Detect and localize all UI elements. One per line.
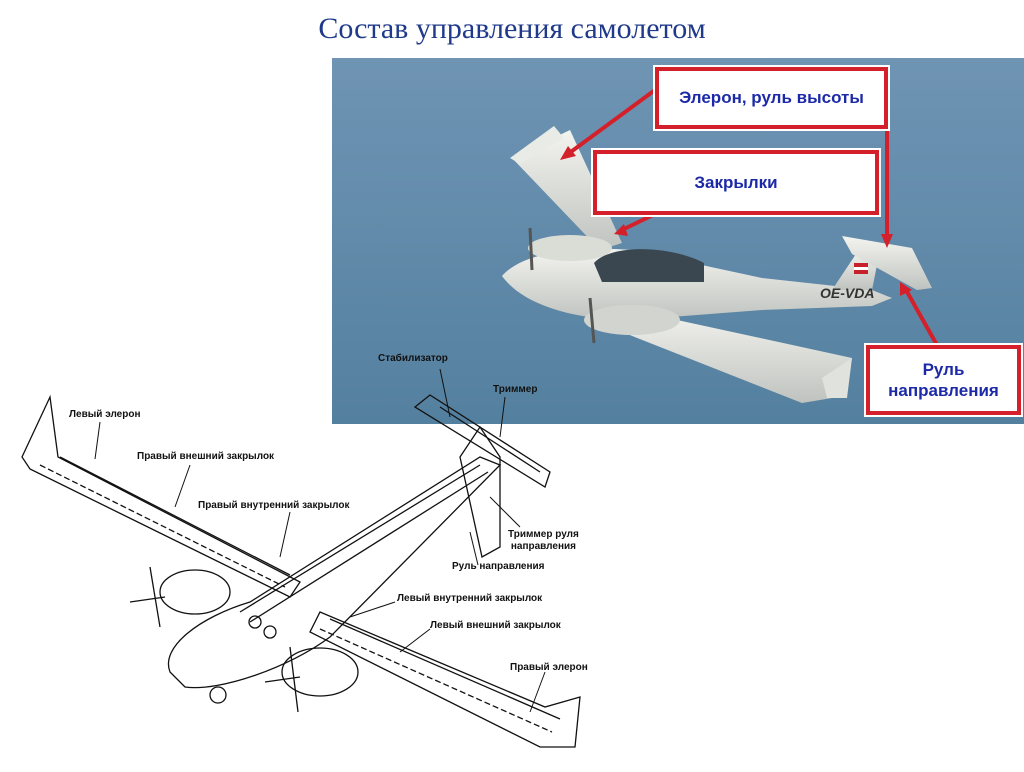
upper-wingtip xyxy=(510,126,564,164)
engine-right xyxy=(281,647,359,697)
cockpit-canopy xyxy=(594,249,704,282)
arrow-head-elevator xyxy=(881,234,893,248)
leader-right-inner-flap xyxy=(279,511,291,558)
arrow-head-rudder xyxy=(900,282,912,296)
arrow-to-rudder xyxy=(904,289,944,355)
label-left-outer-flap: Левый внешний закрылок xyxy=(430,620,561,631)
propeller-left xyxy=(129,566,166,628)
nose-gear-wheel xyxy=(209,686,227,704)
leader-right-aileron xyxy=(529,671,546,713)
label-stabilizer: Стабилизатор xyxy=(378,353,448,364)
arrow-to-aileron xyxy=(566,88,657,156)
fuselage-control-rod-2 xyxy=(249,471,489,623)
callout-flaps: Закрылки xyxy=(593,150,879,215)
propeller-lower xyxy=(588,297,596,344)
schematic-drawing xyxy=(21,368,581,748)
engine-nacelle-lower xyxy=(584,305,680,335)
right-wing-flap-line xyxy=(319,628,553,733)
leader-left-aileron xyxy=(94,421,101,460)
right-wing-outline xyxy=(309,611,581,748)
propeller-upper xyxy=(528,227,534,271)
label-right-aileron: Правый элерон xyxy=(510,662,588,673)
engine-left xyxy=(159,569,231,615)
horizontal-stabilizer xyxy=(842,236,932,290)
arrow-head-flaps xyxy=(614,224,628,236)
leader-left-outer-flap xyxy=(399,628,431,653)
fuselage-outline xyxy=(167,456,502,689)
label-right-inner-flap: Правый внутренний закрылок xyxy=(198,500,350,511)
left-wing-outline xyxy=(21,394,301,598)
right-wing-control-line xyxy=(329,618,561,720)
label-rudder: Руль направления xyxy=(452,561,545,572)
engine-nacelle-upper xyxy=(528,235,612,261)
lower-wingtip xyxy=(822,358,852,398)
left-wing-control-line xyxy=(59,456,291,576)
control-schematic: Стабилизатор Триммер Левый элерон Правый… xyxy=(0,347,620,767)
label-right-outer-flap: Правый внешний закрылок xyxy=(137,451,275,462)
leader-right-outer-flap xyxy=(174,464,191,508)
leader-lines xyxy=(94,368,546,713)
control-mechanism-2 xyxy=(263,625,277,639)
label-left-inner-flap: Левый внутренний закрылок xyxy=(397,593,543,604)
fuselage-control-rod xyxy=(239,464,481,613)
flag-stripe-middle xyxy=(854,267,868,270)
leader-rudder-trim xyxy=(489,496,521,528)
callout-arrows xyxy=(560,88,944,355)
leader-rudder xyxy=(469,531,479,566)
leader-left-inner-flap xyxy=(349,601,396,618)
label-left-aileron: Левый элерон xyxy=(69,409,141,420)
left-wing-flap-line xyxy=(39,464,286,588)
callout-rudder: Руль направления xyxy=(866,345,1021,415)
leader-trim xyxy=(499,396,506,438)
label-trim: Триммер xyxy=(493,384,538,395)
vertical-tail-outline xyxy=(459,425,501,558)
label-rudder-trim: Триммер руля направления xyxy=(508,529,579,552)
lower-wing xyxy=(612,308,852,403)
flag-stripe-bottom xyxy=(854,270,868,274)
flag-stripe-top xyxy=(854,263,868,267)
trim-line xyxy=(439,406,541,473)
stabilizer-outline xyxy=(413,394,551,488)
callout-aileron-elevator: Элерон, руль высоты xyxy=(655,67,888,129)
control-mechanism-1 xyxy=(248,615,262,629)
page-title: Состав управления самолетом xyxy=(318,12,706,45)
arrow-to-flaps xyxy=(621,212,656,232)
leader-stabilizer xyxy=(439,368,451,418)
propeller-right xyxy=(264,646,301,713)
upper-wing xyxy=(512,130,622,250)
arrow-head-aileron xyxy=(560,146,576,160)
aircraft-registration: OE-VDA xyxy=(820,285,874,301)
